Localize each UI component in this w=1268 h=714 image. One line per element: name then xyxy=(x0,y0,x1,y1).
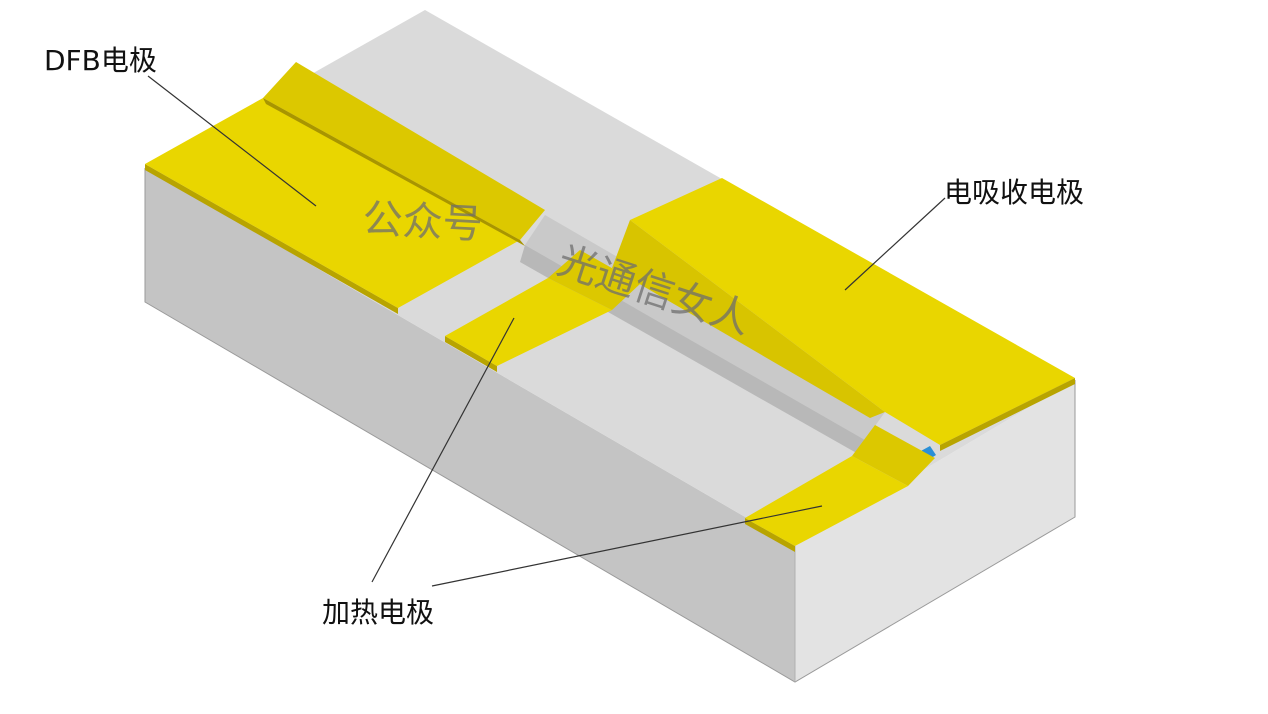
heater-electrode-near xyxy=(445,250,640,372)
substrate-left-face xyxy=(145,168,795,682)
leader-heater-far xyxy=(431,505,823,587)
leader-heater-near xyxy=(371,317,515,583)
absorption-electrode-ridge xyxy=(612,220,885,418)
leader-dfb-electrode xyxy=(147,75,317,207)
label-heater-electrode: 加热电极 xyxy=(322,596,434,629)
watermark-account: 公众号 xyxy=(361,196,483,248)
heater-near-ridge xyxy=(548,250,640,310)
heater-far-pad xyxy=(745,456,908,546)
heater-near-pad xyxy=(445,278,612,366)
substrate-front-face xyxy=(795,380,1075,682)
label-absorption-electrode: 电吸收电极 xyxy=(944,176,1084,209)
absorption-electrode-edge xyxy=(940,378,1075,451)
dfb-electrode-pad xyxy=(145,98,520,308)
leader-absorption-electrode xyxy=(844,197,946,291)
dfb-electrode-ridge-top xyxy=(263,62,545,240)
dfb-electrode xyxy=(145,62,545,314)
heater-electrode-far xyxy=(745,425,935,552)
heater-near-edge xyxy=(445,336,497,372)
heater-far-ridge xyxy=(852,425,935,486)
label-dfb-electrode: DFB电极 xyxy=(44,44,157,77)
absorption-electrode xyxy=(612,178,1075,451)
heater-far-edge xyxy=(745,518,795,552)
dfb-electrode-ridge-side xyxy=(263,98,525,246)
absorption-electrode-pad xyxy=(630,178,1075,445)
dfb-electrode-edge xyxy=(145,164,398,314)
